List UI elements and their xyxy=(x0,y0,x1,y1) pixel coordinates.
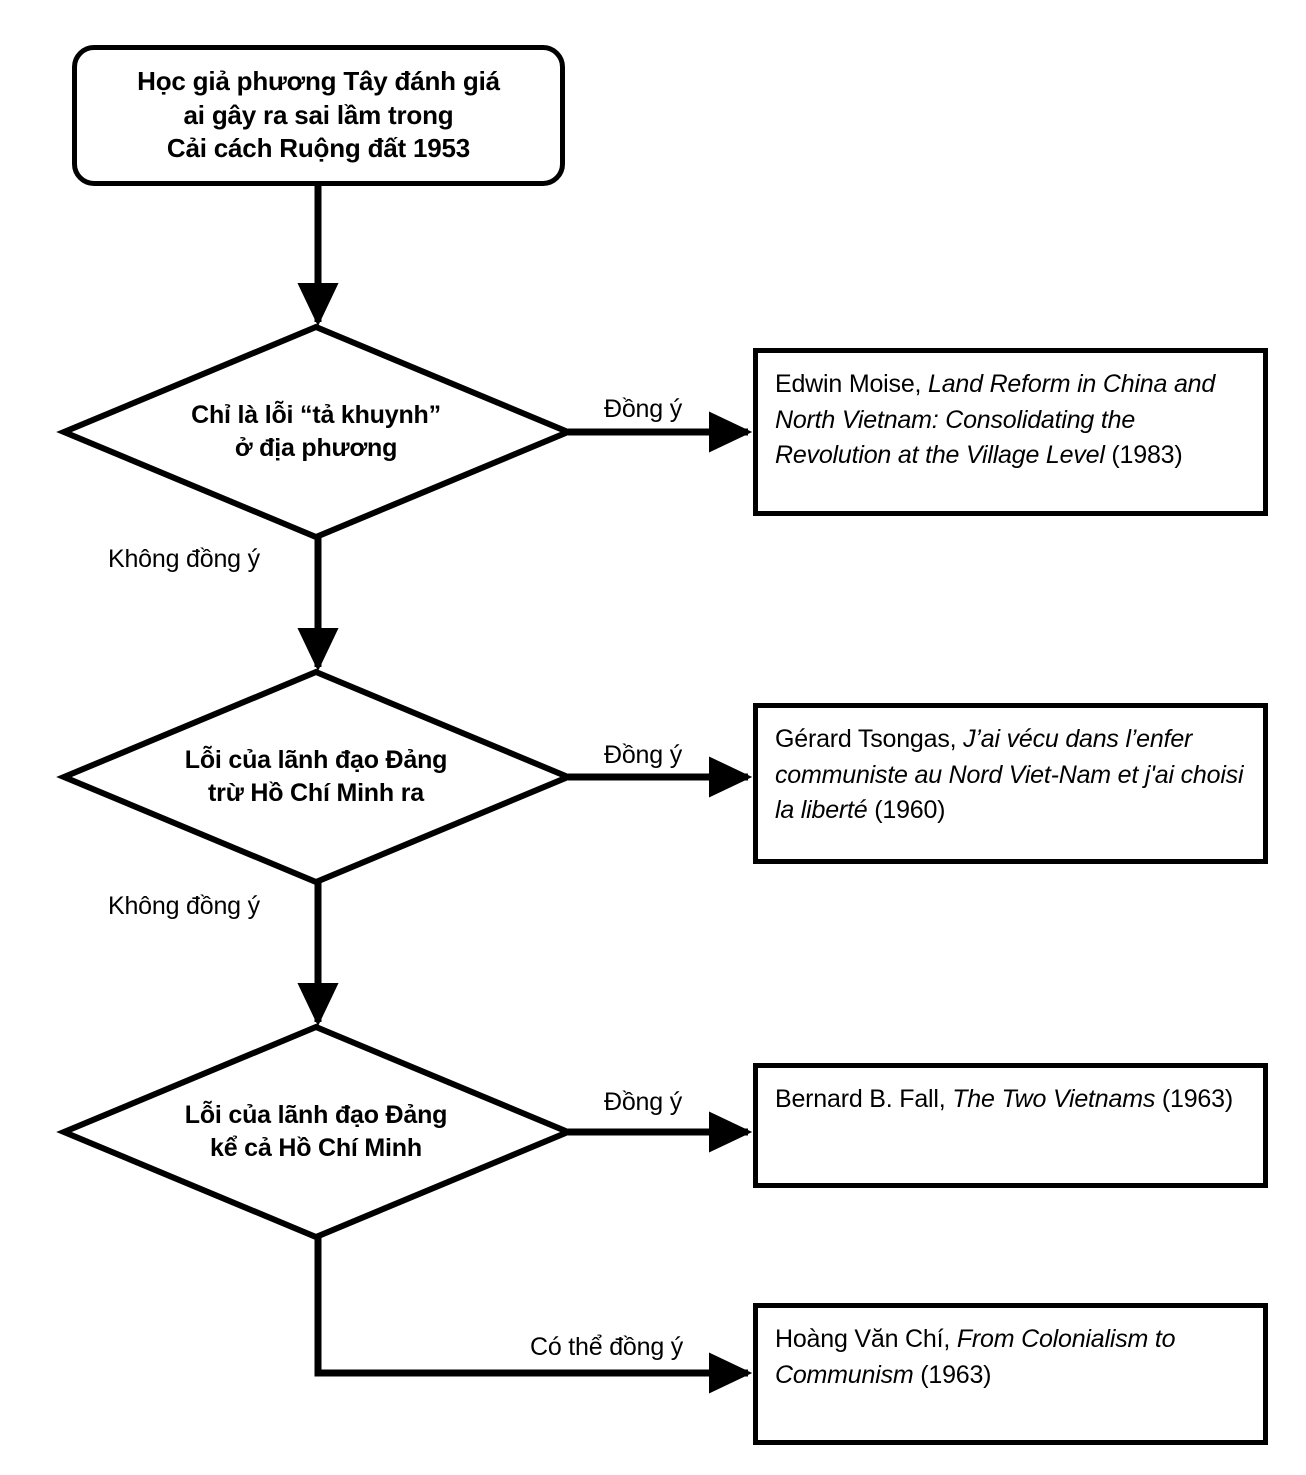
reference-4-year: (1963) xyxy=(913,1360,992,1389)
decision-1-shape xyxy=(56,323,576,541)
decision-1-line-1: Chỉ là lỗi “tả khuynh” xyxy=(191,401,441,429)
decision-3-shape xyxy=(56,1023,576,1241)
edge-label-agree-3: Đồng ý xyxy=(604,1088,683,1116)
decision-2-line-2: trừ Hồ Chí Minh ra xyxy=(208,779,424,807)
decision-2-shape xyxy=(56,668,576,886)
reference-2-year: (1960) xyxy=(867,796,946,824)
edge-label-agree-1: Đồng ý xyxy=(604,395,683,423)
start-node-line-2: ai gây ra sai lầm trong xyxy=(183,99,454,130)
decision-2-label: Lỗi của lãnh đạo Đảng trừ Hồ Chí Minh ra xyxy=(64,727,568,827)
decision-2-line-1: Lỗi của lãnh đạo Đảng xyxy=(184,746,448,774)
start-node-line-1: Học giả phương Tây đánh giá xyxy=(137,65,500,96)
reference-2-title: J’ai vécu dans l’enfer communiste au Nor… xyxy=(775,725,1244,824)
edge-label-disagree-1: Không đồng ý xyxy=(108,545,260,573)
reference-2-author: Gérard Tsongas, xyxy=(775,725,964,753)
decision-3-line-1: Lỗi của lãnh đạo Đảng xyxy=(184,1101,448,1129)
edge-label-agree-2: Đồng ý xyxy=(604,741,683,769)
decision-1-line-2: ở địa phương xyxy=(234,434,398,462)
decision-3-line-2: kể cả Hồ Chí Minh xyxy=(210,1134,422,1162)
reference-box-hoang-van-chi: Hoàng Văn Chí, From Colonialism to Commu… xyxy=(753,1303,1268,1445)
edge-label-disagree-2: Không đồng ý xyxy=(108,892,260,920)
start-node-line-3: Cải cách Ruộng đất 1953 xyxy=(166,133,471,164)
reference-4-author: Hoàng Văn Chí, xyxy=(775,1325,957,1353)
decision-1-label: Chỉ là lỗi “tả khuynh” ở địa phương xyxy=(64,382,568,482)
reference-1-author: Edwin Moise, xyxy=(775,370,929,398)
reference-box-fall: Bernard B. Fall, The Two Vietnams (1963) xyxy=(753,1063,1268,1188)
reference-3-title: The Two Vietnams xyxy=(952,1085,1156,1113)
decision-3-label: Lỗi của lãnh đạo Đảng kể cả Hồ Chí Minh xyxy=(64,1082,568,1182)
reference-1-year: (1983) xyxy=(1104,441,1183,469)
reference-box-moise: Edwin Moise, Land Reform in China and No… xyxy=(753,348,1268,516)
reference-box-tsongas: Gérard Tsongas, J’ai vécu dans l’enfer c… xyxy=(753,703,1268,864)
reference-3-author: Bernard B. Fall, xyxy=(775,1085,953,1113)
edge-label-maybe-agree: Có thể đồng ý xyxy=(530,1333,684,1361)
reference-3-year: (1963) xyxy=(1155,1085,1233,1113)
start-node-text: Học giả phương Tây đánh giá ai gây ra sa… xyxy=(137,65,500,166)
reference-4-title: From Colonialism to Communism xyxy=(775,1325,1176,1389)
start-node: Học giả phương Tây đánh giá ai gây ra sa… xyxy=(72,45,565,186)
reference-1-title: Land Reform in China and North Vietnam: … xyxy=(775,370,1216,469)
